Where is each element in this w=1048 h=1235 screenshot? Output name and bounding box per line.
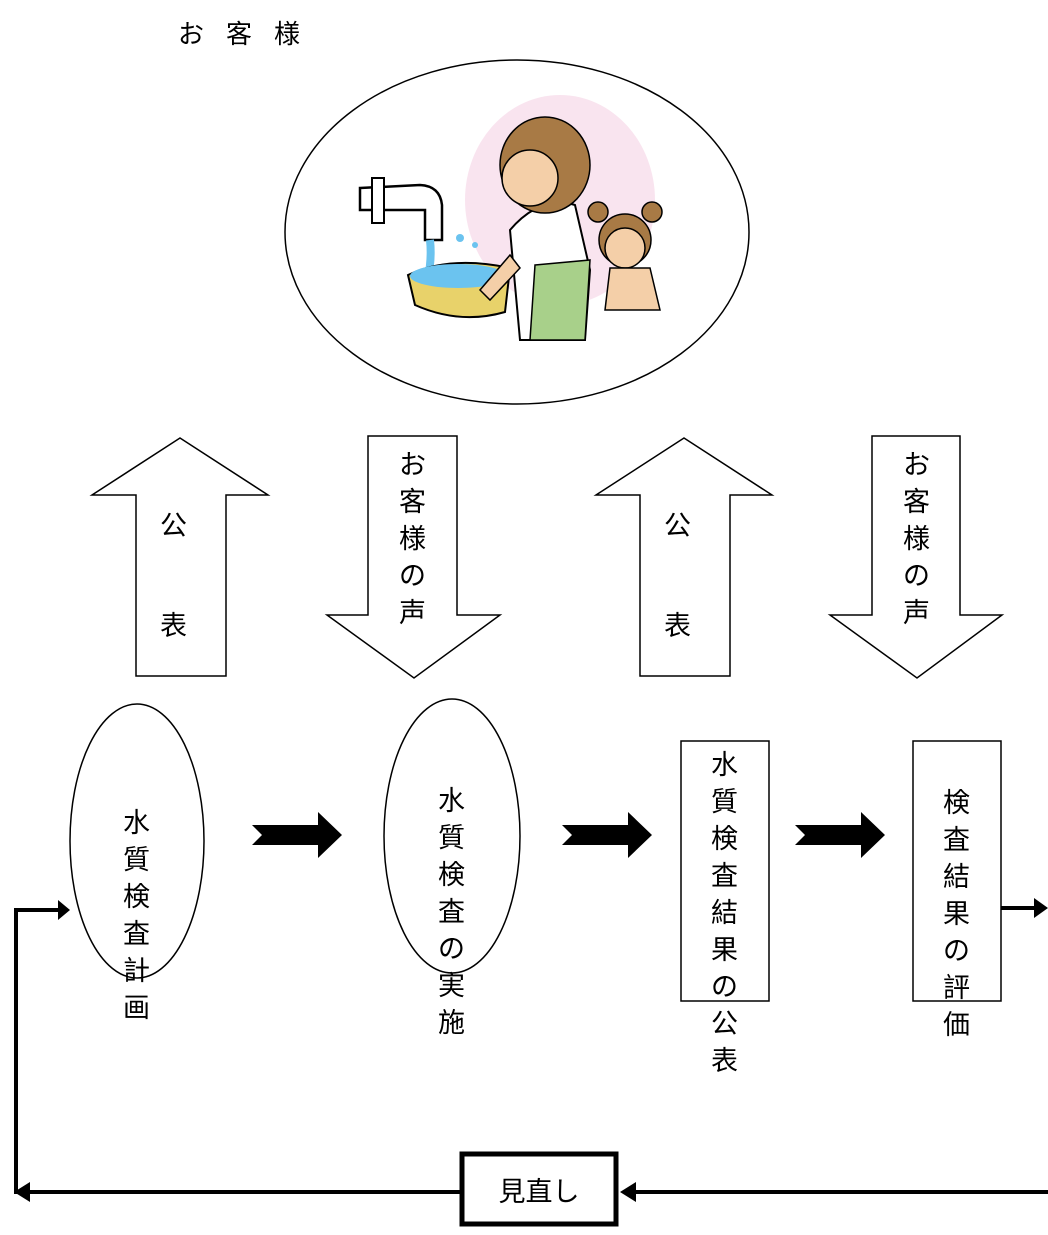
exit-arrowhead <box>1034 898 1048 918</box>
review-box <box>459 1151 619 1227</box>
publish-label-char: 公 <box>160 511 187 542</box>
step-1-shape <box>69 703 205 979</box>
label-char: 結 <box>943 862 970 893</box>
return-arrowhead-left <box>14 1182 30 1202</box>
publish-label-1: 公 表 <box>160 513 187 650</box>
label-char: 質 <box>123 845 150 876</box>
label-char: お <box>903 450 930 481</box>
step-4-label: 検査結果の評価検査結果の評価 <box>943 790 970 1049</box>
flow-arrow-3 <box>795 812 885 858</box>
label-char: 公 <box>711 1009 738 1040</box>
label-char: 査 <box>943 825 970 856</box>
label-char: 水 <box>711 750 738 781</box>
label-char: 様 <box>399 524 426 555</box>
flow-arrow-1 <box>252 812 342 858</box>
label-char: 査 <box>123 919 150 950</box>
label-char: 客 <box>903 487 930 518</box>
step-2-label: 水質検査の実施水質検査の実施 <box>438 788 465 1047</box>
label-char: 果 <box>943 899 970 930</box>
label-char: 査 <box>438 897 465 928</box>
review-label: 見直し <box>498 1176 580 1208</box>
step-3-label: 水質検査結果の公表水質検査結果の公表 <box>711 752 738 1085</box>
return-arrowhead-review <box>620 1182 636 1202</box>
customer-illustration <box>358 95 663 341</box>
label-char: 査 <box>711 861 738 892</box>
step-1-label: 水質検査計画水質検査計画 <box>123 810 150 1032</box>
label-char: 果 <box>711 935 738 966</box>
label-char: 検 <box>123 882 150 913</box>
label-char: 画 <box>123 993 150 1024</box>
label-char: 水 <box>438 786 465 817</box>
label-char: 検 <box>438 860 465 891</box>
label-char: 声 <box>903 598 930 629</box>
label-char: 水 <box>123 808 150 839</box>
voice-arrow-1 <box>324 435 503 679</box>
voice-arrow-2 <box>827 435 1005 679</box>
customer-title: お客様 <box>178 20 323 50</box>
publish-label-char: 表 <box>664 611 691 642</box>
publish-label-2: 公 表 <box>664 513 691 650</box>
label-char: 表 <box>711 1046 738 1077</box>
label-char: の <box>399 561 426 592</box>
label-char: の <box>943 936 970 967</box>
label-char: 質 <box>438 823 465 854</box>
label-char: 実 <box>438 971 465 1002</box>
label-char: 計 <box>123 956 150 987</box>
label-char: 施 <box>438 1008 465 1039</box>
label-char: 質 <box>711 787 738 818</box>
step-2-shape <box>383 698 521 974</box>
label-char: 結 <box>711 898 738 929</box>
publish-arrow-2 <box>593 437 775 677</box>
label-char: 客 <box>399 487 426 518</box>
label-char: の <box>438 934 465 965</box>
publish-label-char: 表 <box>160 611 187 642</box>
label-char: の <box>903 561 930 592</box>
label-char: 価 <box>943 1010 970 1041</box>
label-char: の <box>711 972 738 1003</box>
label-char: 声 <box>399 598 426 629</box>
publish-arrow-1 <box>89 437 271 677</box>
flow-arrow-2 <box>562 812 652 858</box>
step-4-shape <box>912 740 1002 1002</box>
label-char: 様 <box>903 524 930 555</box>
label-char: 評 <box>943 973 970 1004</box>
step-3-shape <box>680 740 770 1002</box>
label-char: お <box>399 450 426 481</box>
label-char: 検 <box>711 824 738 855</box>
publish-label-char: 公 <box>664 511 691 542</box>
return-arrowhead-plan <box>58 900 70 920</box>
label-char: 検 <box>943 788 970 819</box>
